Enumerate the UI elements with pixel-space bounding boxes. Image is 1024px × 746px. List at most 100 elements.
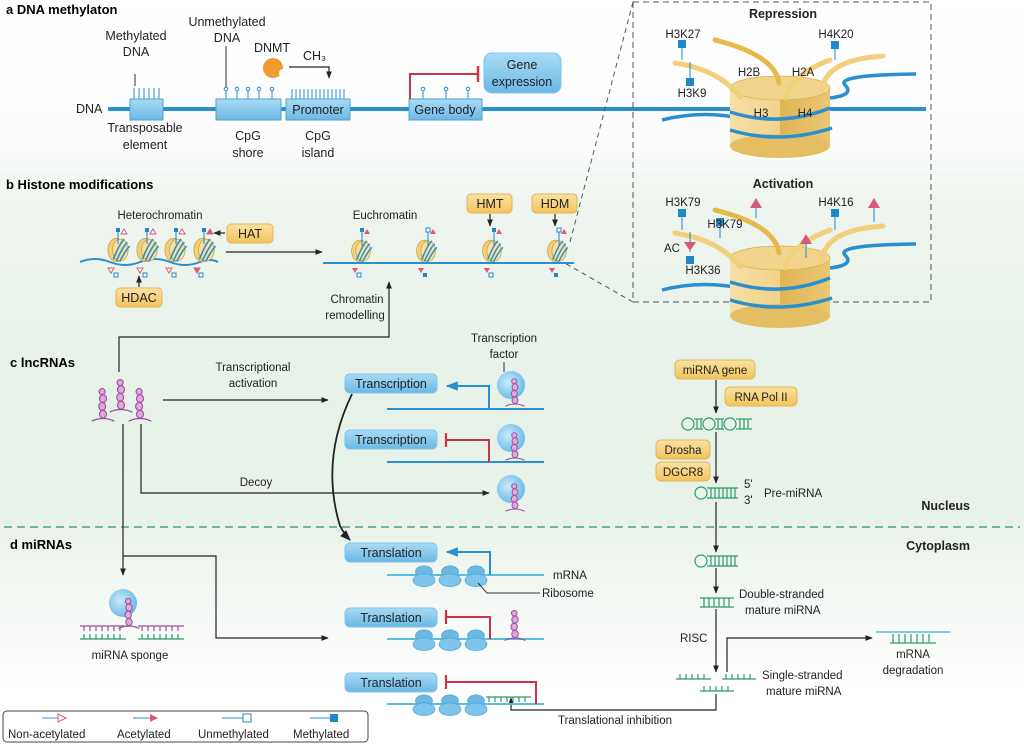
pri-mirna-icon xyxy=(681,417,752,431)
histone-h2b: H2B xyxy=(738,67,761,79)
dgcr8-label: DGCR8 xyxy=(663,467,703,479)
rna-pol-label: RNA Pol II xyxy=(734,392,787,404)
heterochromatin-marks xyxy=(107,228,214,278)
methyl-transfer-arrow xyxy=(289,66,332,79)
mirna-sponge-label: miRNA sponge xyxy=(92,650,169,662)
translational-inhibition-arrow xyxy=(508,694,717,711)
panel-b-title: b Histone modifications xyxy=(6,177,153,192)
heterochromatin-label: Heterochromatin xyxy=(117,210,202,222)
legend-icon-acetylated xyxy=(133,714,158,722)
mark-h3k79-a: H3K79 xyxy=(665,197,700,209)
mrna-degradation-label-1: mRNA xyxy=(896,649,930,661)
drosha-box xyxy=(655,439,711,460)
translation-label-2: Translation xyxy=(360,611,421,625)
legend-box xyxy=(2,710,369,743)
three-prime-label: 3' xyxy=(744,495,753,507)
single-stranded-label-1: Single-stranded xyxy=(762,670,843,682)
gene-body-marks xyxy=(420,86,471,100)
rna-pol-box xyxy=(724,386,798,407)
single-stranded-label-2: mature miRNA xyxy=(766,686,842,698)
five-prime-label: 5' xyxy=(744,479,753,491)
mrna-degradation-label-2: degradation xyxy=(883,665,944,677)
legend-label-non-acetylated: Non-acetylated xyxy=(8,729,85,741)
mark-h3k36: H3K36 xyxy=(685,265,720,277)
legend-icon-methylated xyxy=(310,714,338,722)
panel-d-title: d miRNAs xyxy=(10,537,72,552)
methylated-dna-label-1: Methylated xyxy=(105,29,166,43)
translation-box-1 xyxy=(344,542,438,563)
ac-label: AC xyxy=(664,243,680,255)
chromatin-remodelling-arrow xyxy=(118,281,392,372)
activation-arrow-d1 xyxy=(445,547,491,575)
ribosomes-1 xyxy=(412,565,488,587)
ribosomes-2 xyxy=(412,629,488,651)
euchromatin-label: Euchromatin xyxy=(353,210,418,222)
gene-expression-label-1: Gene xyxy=(507,58,538,72)
chromatin-remodelling-label-2: remodelling xyxy=(325,310,384,322)
methylated-dna-marks xyxy=(133,88,160,100)
activation-nucleosome xyxy=(661,198,917,328)
single-stranded-mirna-icon xyxy=(676,674,756,692)
promoter-label: Promoter xyxy=(292,103,343,117)
hdac-label: HDAC xyxy=(121,291,156,305)
cpg-island-label-2: island xyxy=(302,146,335,160)
hdac-box xyxy=(115,287,163,308)
unmethylated-dna-marks xyxy=(223,86,275,100)
legend-label-methylated: Methylated xyxy=(293,729,349,741)
heterochromatin-nucleosomes xyxy=(107,237,217,263)
tf-complex-2 xyxy=(497,424,526,461)
mirna-gene-box xyxy=(674,359,756,380)
hdm-label: HDM xyxy=(541,197,569,211)
transcription-factor-label-2: factor xyxy=(490,349,519,361)
translation-label-3: Translation xyxy=(360,676,421,690)
translation-box-3 xyxy=(344,672,438,693)
chromatin-remodelling-label-1: Chromatin xyxy=(330,294,383,306)
hat-label: HAT xyxy=(238,227,262,241)
ch3-label: CH₃ xyxy=(303,49,326,63)
hat-box xyxy=(226,223,274,244)
gene-body-box xyxy=(408,98,483,121)
euchromatin-nucleosomes xyxy=(350,239,569,263)
tf-decoy-complex xyxy=(497,475,526,512)
gene-expression-label-2: expression xyxy=(492,75,552,89)
transposable-element-box xyxy=(129,98,164,121)
dnmt-enzyme-icon xyxy=(263,58,287,78)
inhibition-line-d2 xyxy=(447,616,491,639)
double-stranded-label-1: Double-stranded xyxy=(739,589,824,601)
transposable-label-1: Transposable xyxy=(107,121,182,135)
methylated-dna-label-2: DNA xyxy=(123,45,150,59)
mrna-degradation-icon xyxy=(876,631,950,644)
hmt-label: HMT xyxy=(476,197,503,211)
promoter-methyl-marks xyxy=(291,89,345,100)
activation-title: Activation xyxy=(753,177,813,191)
mrna-label: mRNA xyxy=(553,570,587,582)
cpg-shore-label-1: CpG xyxy=(235,129,261,143)
transcription-to-translation-arrow xyxy=(331,393,353,541)
histone-inset-box xyxy=(632,1,932,303)
pre-mirna-label: Pre-miRNA xyxy=(764,488,822,500)
histone-h3: H3 xyxy=(754,108,769,120)
decoy-arrow xyxy=(140,424,490,496)
translational-inhibition-label: Translational inhibition xyxy=(558,715,672,727)
decoy-label: Decoy xyxy=(240,477,273,489)
mark-h3k27: H3K27 xyxy=(665,29,700,41)
inhibition-line xyxy=(409,73,478,99)
inhibition-line-c2 xyxy=(447,439,490,462)
zoom-line-bottom xyxy=(562,261,634,303)
mirna-gene-label: miRNA gene xyxy=(683,365,748,377)
transcription-box-2 xyxy=(344,429,438,450)
legend-label-unmethylated: Unmethylated xyxy=(198,729,269,741)
nucleus-label: Nucleus xyxy=(921,499,970,513)
histone-h4: H4 xyxy=(798,108,813,120)
transcriptional-activation-label-2: activation xyxy=(229,378,278,390)
dna-label: DNA xyxy=(76,102,103,116)
panel-a-title: a DNA methylaton xyxy=(6,2,118,17)
cpg-shore-box xyxy=(215,98,282,121)
pre-mirna-icon xyxy=(694,486,738,500)
double-stranded-mirna-icon xyxy=(700,597,734,608)
cpg-shore-label-2: shore xyxy=(232,146,263,160)
transposable-label-2: element xyxy=(123,138,168,152)
unmethylated-dna-label-2: DNA xyxy=(214,31,241,45)
zoom-line-top xyxy=(569,1,634,243)
